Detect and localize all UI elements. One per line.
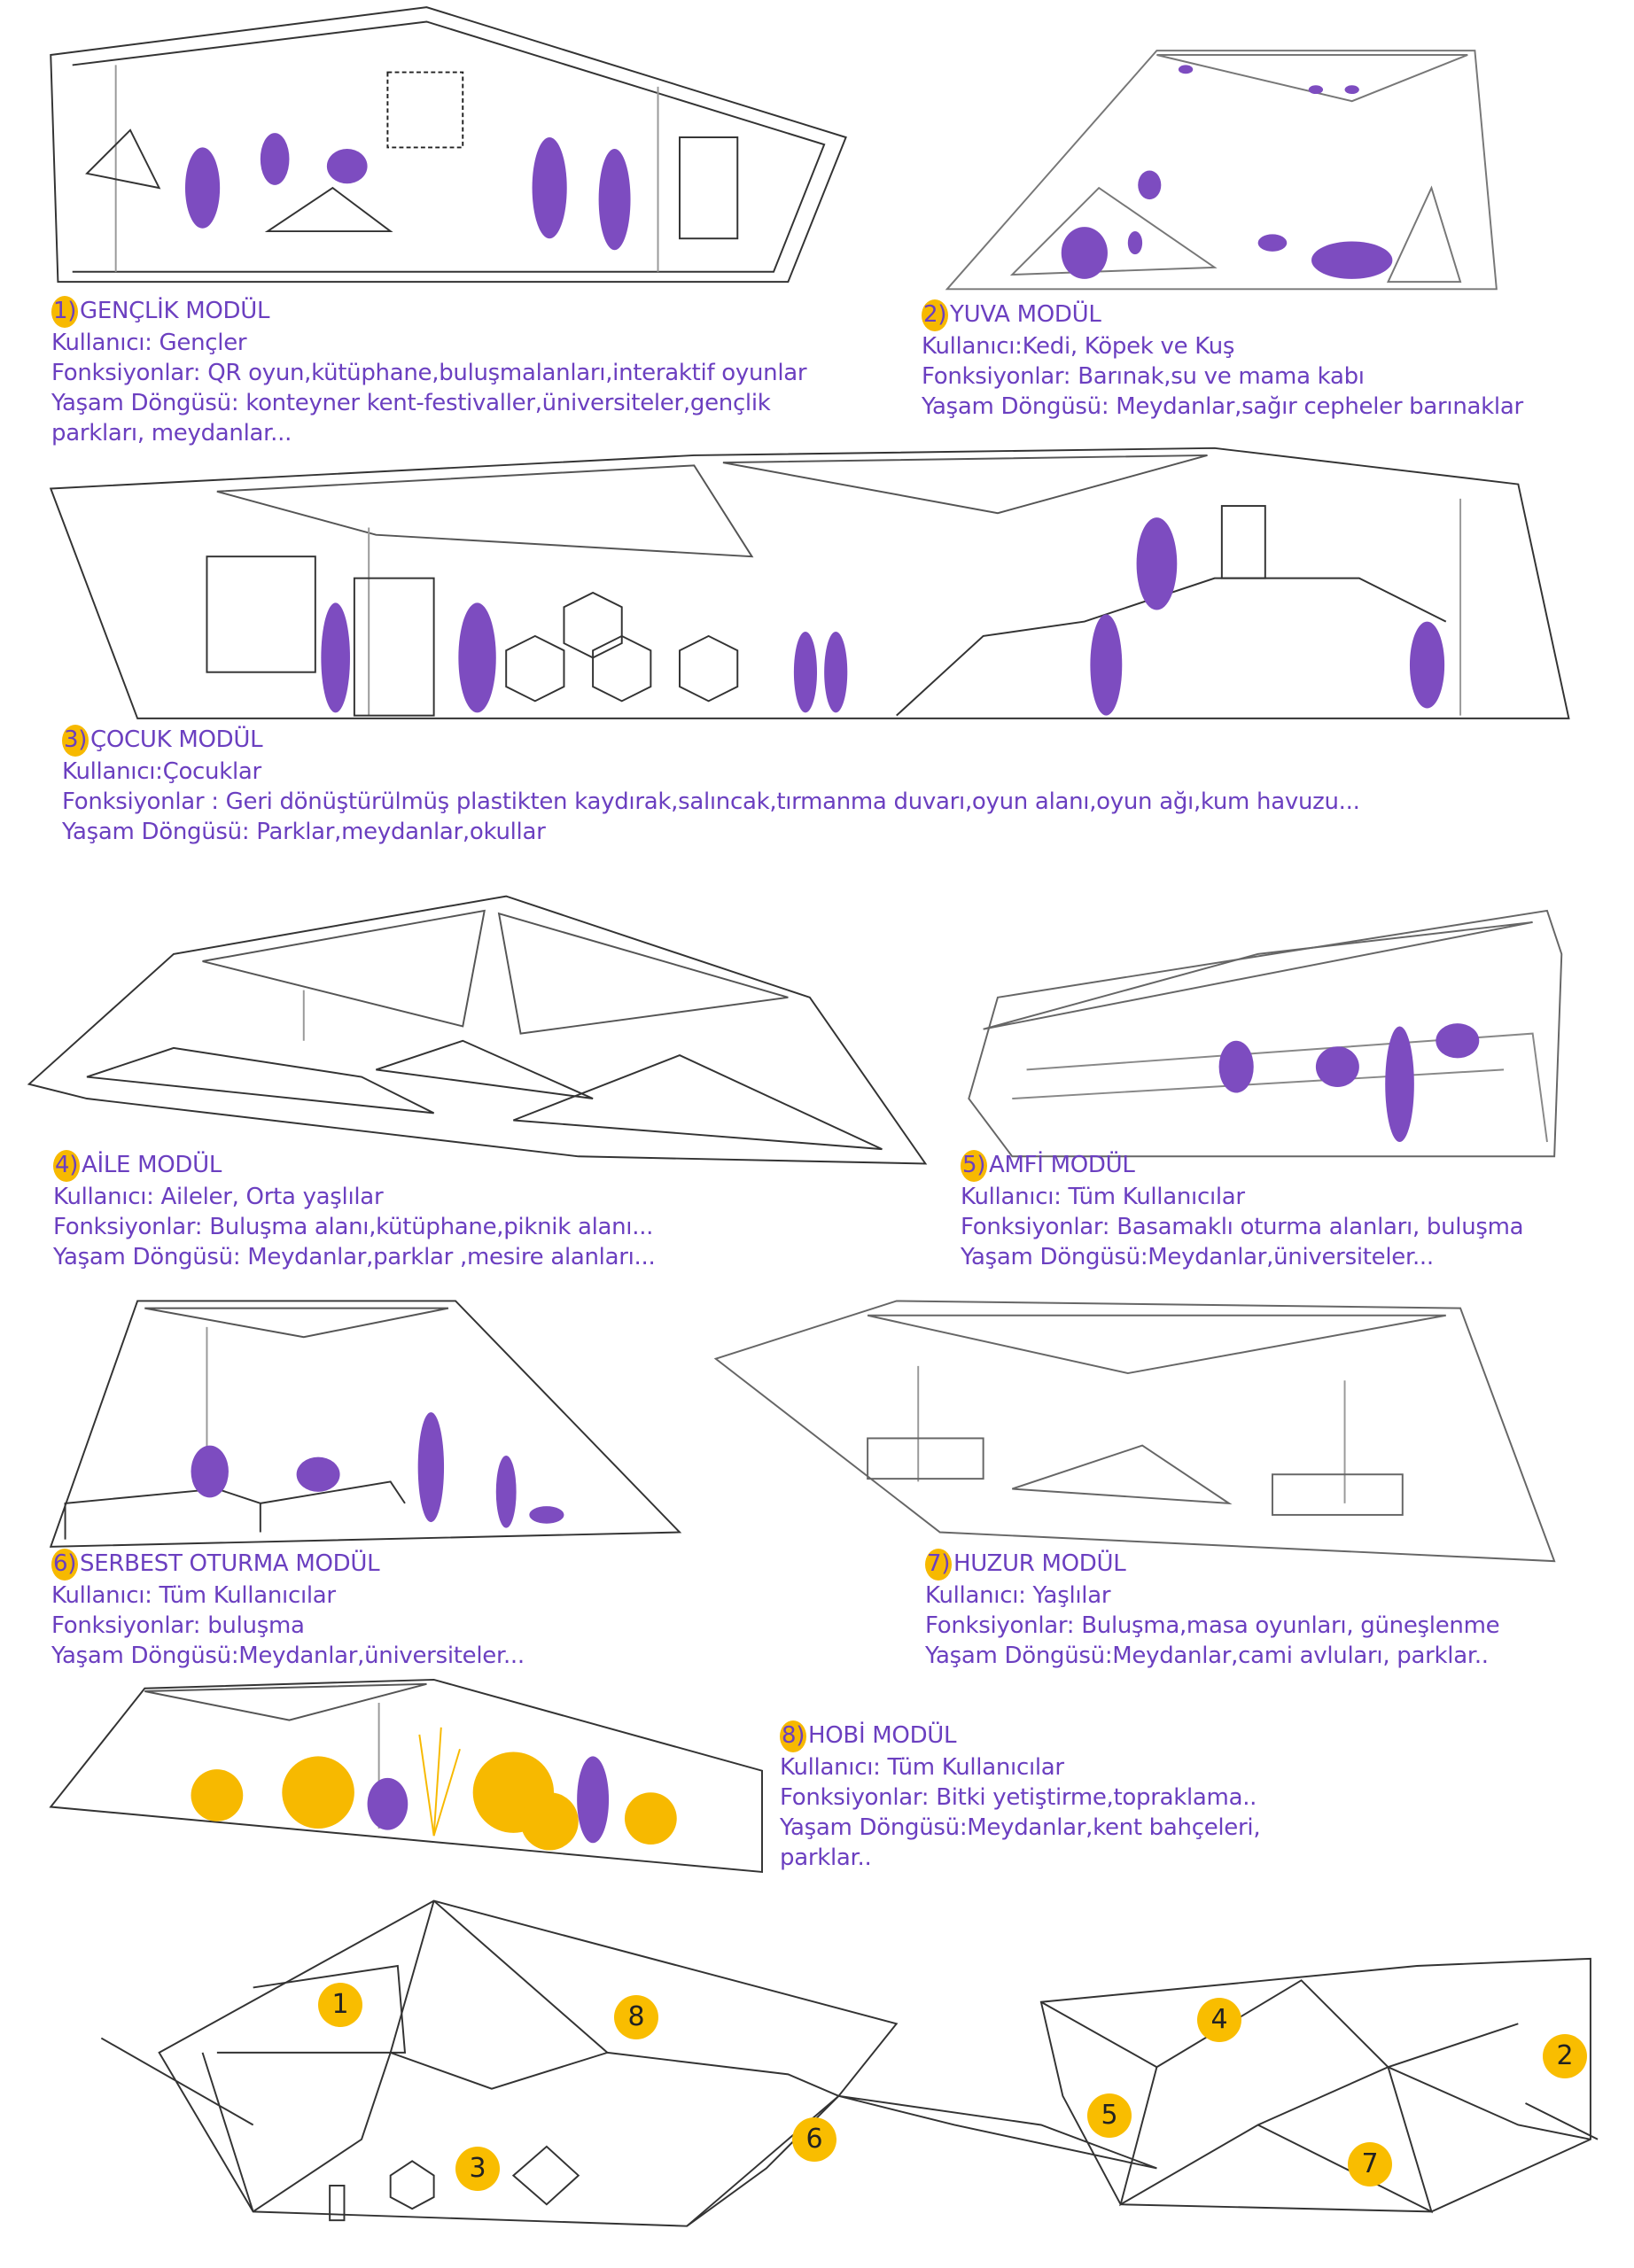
plan-marker-7: 7 bbox=[1348, 2142, 1392, 2186]
user-line: Kullanıcı: Tüm Kullanıcılar bbox=[961, 1184, 1245, 1210]
user-line: Kullanıcı: Gençler bbox=[51, 330, 247, 356]
people-silhouettes bbox=[1218, 1023, 1480, 1142]
user-line: Kullanıcı: Tüm Kullanıcılar bbox=[780, 1754, 1064, 1781]
plan-marker-1: 1 bbox=[318, 1983, 362, 2027]
module-number-badge: 3) bbox=[62, 725, 89, 757]
module-number-badge: 5) bbox=[961, 1150, 987, 1182]
functions-line: Fonksiyonlar: Barınak,su ve mama kabı bbox=[922, 363, 1365, 390]
module-title: AİLE MODÜL bbox=[82, 1152, 222, 1178]
functions-line: Fonksiyonlar: Basamaklı oturma alanları,… bbox=[961, 1214, 1524, 1240]
module-number-badge: 8) bbox=[780, 1720, 806, 1752]
lifecycle-line: Yaşam Döngüsü: konteyner kent-festivalle… bbox=[51, 390, 771, 416]
module-title: HUZUR MODÜL bbox=[953, 1550, 1126, 1577]
functions-line: Fonksiyonlar: Bitki yetiştirme,topraklam… bbox=[780, 1784, 1257, 1811]
module-2-caption: 2)YUVA MODÜL Kullanıcı:Kedi, Köpek ve Ku… bbox=[922, 299, 1523, 422]
lifecycle-line: Yaşam Döngüsü:Meydanlar,kent bahçeleri, bbox=[780, 1814, 1261, 1841]
module-2-drawing bbox=[945, 50, 1498, 291]
grass-plant bbox=[418, 1727, 461, 1837]
module-1-caption: 1)GENÇLİK MODÜL Kullanıcı: Gençler Fonks… bbox=[51, 296, 807, 448]
people-silhouettes bbox=[191, 1412, 564, 1528]
module-number-badge: 7) bbox=[925, 1549, 952, 1581]
plant-shapes bbox=[191, 1751, 677, 1851]
module-5-drawing bbox=[968, 909, 1563, 1158]
lifecycle-line-cont: parkları, meydanlar... bbox=[51, 420, 292, 447]
user-line: Kullanıcı:Kedi, Köpek ve Kuş bbox=[922, 333, 1235, 360]
module-title: GENÇLİK MODÜL bbox=[80, 298, 270, 324]
module-title: ÇOCUK MODÜL bbox=[90, 726, 263, 753]
module-4-drawing bbox=[27, 895, 928, 1165]
user-line: Kullanıcı:Çocuklar bbox=[62, 758, 261, 785]
people-silhouettes bbox=[184, 133, 631, 251]
module-3-caption: 3)ÇOCUK MODÜL Kullanıcı:Çocuklar Fonksiy… bbox=[62, 725, 1360, 847]
plan-marker-2: 2 bbox=[1543, 2034, 1587, 2078]
module-number-badge: 6) bbox=[51, 1549, 78, 1581]
user-line: Kullanıcı: Yaşlılar bbox=[925, 1582, 1111, 1609]
module-3-drawing bbox=[49, 447, 1570, 719]
people-silhouettes bbox=[367, 1756, 610, 1844]
functions-line: Fonksiyonlar: Buluşma alanı,kütüphane,pi… bbox=[53, 1214, 654, 1240]
plan-marker-5: 5 bbox=[1087, 2093, 1132, 2138]
module-6-drawing bbox=[49, 1300, 682, 1548]
site-plan bbox=[100, 1899, 1599, 2227]
lifecycle-line: Yaşam Döngüsü: Parklar,meydanlar,okullar bbox=[62, 819, 546, 845]
module-4-caption: 4)AİLE MODÜL Kullanıcı: Aileler, Orta ya… bbox=[53, 1150, 656, 1272]
children-silhouettes bbox=[321, 517, 1445, 716]
functions-line: Fonksiyonlar: buluşma bbox=[51, 1612, 305, 1639]
module-8-caption: 8)HOBİ MODÜL Kullanıcı: Tüm Kullanıcılar… bbox=[780, 1720, 1261, 1873]
module-title: HOBİ MODÜL bbox=[808, 1722, 957, 1749]
animal-silhouettes bbox=[1061, 65, 1393, 279]
module-title: YUVA MODÜL bbox=[950, 301, 1101, 328]
module-number-badge: 1) bbox=[51, 296, 78, 328]
module-8-drawing bbox=[49, 1678, 763, 1874]
user-line: Kullanıcı: Tüm Kullanıcılar bbox=[51, 1582, 336, 1609]
lifecycle-line: Yaşam Döngüsü: Meydanlar,parklar ,mesire… bbox=[53, 1244, 656, 1270]
hex-climbing-modules bbox=[505, 591, 739, 703]
lifecycle-line: Yaşam Döngüsü:Meydanlar,üniversiteler... bbox=[51, 1643, 525, 1669]
module-5-caption: 5)AMFİ MODÜL Kullanıcı: Tüm Kullanıcılar… bbox=[961, 1150, 1524, 1272]
lifecycle-line-cont: parklar.. bbox=[780, 1845, 872, 1871]
module-title: SERBEST OTURMA MODÜL bbox=[80, 1550, 380, 1577]
user-line: Kullanıcı: Aileler, Orta yaşlılar bbox=[53, 1184, 384, 1210]
module-title: AMFİ MODÜL bbox=[989, 1152, 1135, 1178]
functions-line: Fonksiyonlar : Geri dönüştürülmüş plasti… bbox=[62, 788, 1360, 815]
module-number-badge: 4) bbox=[53, 1150, 80, 1182]
functions-line: Fonksiyonlar: QR oyun,kütüphane,buluşmal… bbox=[51, 360, 807, 386]
module-7-caption: 7)HUZUR MODÜL Kullanıcı: Yaşlılar Fonksi… bbox=[925, 1549, 1500, 1671]
plan-marker-8: 8 bbox=[614, 1995, 658, 2039]
lifecycle-line: Yaşam Döngüsü:Meydanlar,cami avluları, p… bbox=[925, 1643, 1489, 1669]
plan-marker-3: 3 bbox=[455, 2147, 500, 2191]
functions-line: Fonksiyonlar: Buluşma,masa oyunları, gün… bbox=[925, 1612, 1500, 1639]
module-number-badge: 2) bbox=[922, 299, 948, 331]
qr-code bbox=[386, 71, 464, 149]
plan-marker-4: 4 bbox=[1197, 1998, 1241, 2042]
module-1-drawing bbox=[50, 6, 847, 284]
plan-marker-6: 6 bbox=[792, 2117, 836, 2162]
module-6-caption: 6)SERBEST OTURMA MODÜL Kullanıcı: Tüm Ku… bbox=[51, 1549, 525, 1671]
lifecycle-line: Yaşam Döngüsü:Meydanlar,üniversiteler... bbox=[961, 1244, 1434, 1270]
lifecycle-line: Yaşam Döngüsü: Meydanlar,sağır cepheler … bbox=[922, 393, 1523, 420]
module-7-drawing bbox=[713, 1300, 1556, 1563]
